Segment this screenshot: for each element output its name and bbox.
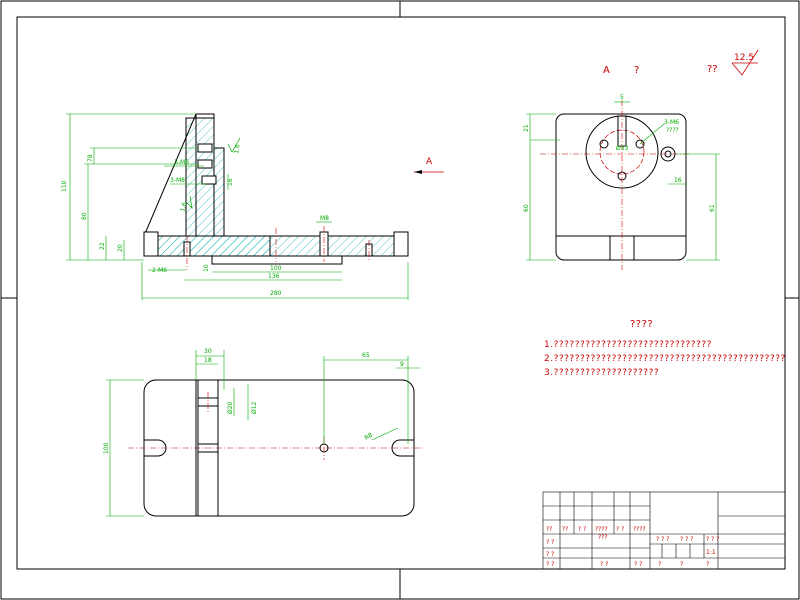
dim-m8-top: M8 — [320, 215, 329, 222]
view-label-a: A — [603, 65, 610, 76]
side-dim-3m6-sub: ???? — [666, 127, 679, 134]
tb-r2-3: ? ? ? — [680, 536, 693, 543]
tb-r3-2: 1:1 — [706, 549, 716, 556]
roughness-symbol — [731, 49, 759, 76]
front-base-relief — [211, 255, 343, 265]
view-arrow: A — [414, 157, 444, 174]
tb-r1-2: ? ? — [578, 526, 586, 533]
side-dim-5: 5 — [620, 94, 624, 101]
dim-280: 280 — [270, 290, 282, 297]
front-section-body — [143, 117, 271, 257]
top-dim-65: 65 — [362, 352, 370, 359]
roughness-value: 12.5 — [734, 53, 754, 63]
tb-r2-0: ? ? — [546, 539, 554, 546]
tb-r1-5: ???? — [633, 526, 646, 533]
side-dim-3m6: 3-M6 — [664, 119, 679, 126]
tb-r4-1: ? ? — [600, 561, 608, 568]
side-dim-60: 60 — [523, 204, 530, 212]
title-block — [542, 491, 786, 570]
dim-10-front: 10 — [203, 264, 210, 272]
note-line-2: 2.??????????????????????????????????????… — [544, 354, 786, 364]
roughness-prefix: ?? — [707, 64, 718, 75]
dim-16-front: 16 — [227, 178, 234, 186]
notes-title: ???? — [630, 319, 654, 330]
tb-r4-2: ? ? — [634, 561, 642, 568]
front-slot-2 — [197, 159, 213, 169]
side-hole-1 — [599, 139, 609, 149]
front-end-block — [393, 231, 409, 257]
dim-136: 136 — [268, 273, 280, 280]
side-dim-16: 16 — [674, 177, 682, 184]
tb-r1-0: ?? — [546, 526, 552, 533]
tb-r1-4: ? ? — [616, 526, 624, 533]
dim-20: 20 — [117, 244, 124, 252]
side-view: 21 60 61 16 5 3-M6 ???? Ø33 — [523, 94, 720, 270]
top-dim-r: R8 — [364, 432, 375, 442]
tb-r1-1: ?? — [562, 526, 568, 533]
dim-angle: 1.6 — [179, 201, 188, 212]
top-dim-d20: Ø20 — [227, 401, 234, 414]
top-view: 100 30 18 65 9 Ø20 Ø12 R8 — [103, 348, 424, 517]
dim-3m6-front: 3-M6 — [174, 159, 189, 166]
side-dim-61: 61 — [709, 204, 716, 212]
top-dim-100: 100 — [103, 442, 110, 454]
top-dim-30: 30 — [204, 348, 212, 355]
tb-r1-3: ???? — [595, 526, 608, 533]
dim-80: 80 — [81, 212, 88, 220]
top-dim-9: 9 — [400, 361, 404, 368]
dim-78: 78 — [87, 154, 94, 162]
tb-r2-1: ??? — [598, 534, 608, 541]
tb-r2-4: ? ? ? — [706, 536, 719, 543]
tb-r3-0: ? ? — [546, 551, 554, 558]
dim-22: 22 — [99, 242, 106, 250]
dim-100: 100 — [270, 265, 282, 272]
surface-symbol-front-1 — [227, 137, 241, 153]
dim-ra-front: 1.6 — [233, 144, 242, 155]
front-left-block — [143, 231, 159, 257]
side-hole-2 — [635, 139, 645, 149]
front-slot-1 — [197, 143, 213, 153]
note-line-1: 1.?????????????????????????????? — [544, 340, 712, 350]
tb-r4-0: ? ? — [546, 561, 554, 568]
inner-frame — [16, 16, 786, 570]
tb-r2-2: ? ? ? — [656, 536, 669, 543]
surface-symbol-front-2 — [185, 195, 193, 210]
dim-110: 110 — [61, 180, 68, 192]
top-dim-18: 18 — [204, 357, 212, 364]
tb-r4-3: ? — [658, 561, 661, 568]
side-dim-21: 21 — [523, 124, 530, 132]
view-arrow-label: A — [426, 157, 433, 167]
title-block-text: ?? ?? ? ? ???? ? ? ???? ? ? ??? ? ? ? ? … — [546, 526, 719, 568]
front-view: 110 80 78 22 20 280 136 100 M8 3-M6 3-M8… — [61, 113, 409, 300]
dim-3m8-front: 3-M8 — [170, 177, 185, 184]
side-bolt-circle — [599, 129, 645, 175]
tb-r4-4: ? — [680, 561, 683, 568]
note-line-3: 3.???????????????????? — [544, 368, 660, 378]
tb-r4-5: ? — [706, 561, 709, 568]
dim-2m6-front: 2-M6 — [152, 267, 167, 274]
front-slot-3 — [201, 175, 217, 185]
top-dim-d12: Ø12 — [251, 401, 258, 414]
side-dim-dia: Ø33 — [616, 145, 629, 152]
view-label-q: ? — [634, 65, 639, 76]
side-body — [555, 113, 687, 261]
